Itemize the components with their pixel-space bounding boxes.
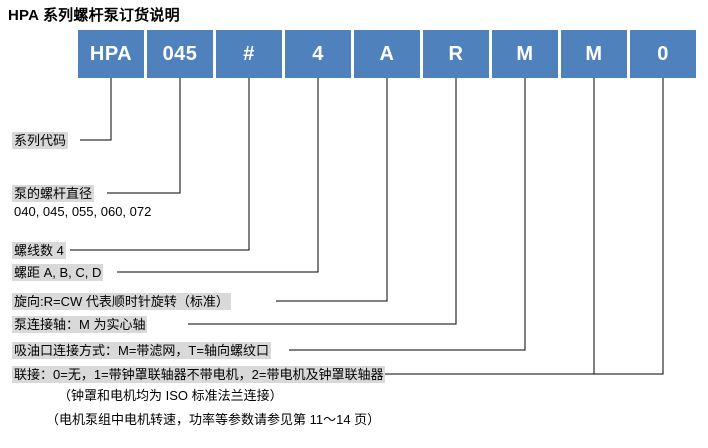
label-shaft-type: 泵连接轴：M 为实心轴	[12, 316, 148, 333]
label-series-code: 系列代码	[12, 132, 69, 149]
label-coupling: 联接：0=无，1=带钟罩联轴器不带电机，2=带电机及钟罩联轴器	[12, 366, 386, 383]
label-rotation: 旋向:R=CW 代表顺时针旋转（标准）	[12, 293, 231, 310]
leader-rotation	[188, 78, 457, 325]
code-box-thread-count[interactable]: 4	[285, 30, 351, 78]
note-iso-flange: （钟罩和电机均为 ISO 标准法兰连接）	[58, 388, 283, 403]
page-title: HPA 系列螺杆泵订货说明	[8, 7, 180, 24]
leader-design-variant	[70, 78, 250, 251]
leader-suction-port	[371, 78, 595, 375]
label-suction-port: 吸油口连接方式：M=带滤网，T=轴向螺纹口	[12, 342, 271, 359]
leader-coupling	[594, 78, 664, 375]
leader-thread-count	[117, 78, 319, 273]
leader-thread-pitch	[276, 78, 388, 302]
code-box-shaft-type[interactable]: M	[492, 30, 558, 78]
label-thread-count: 螺线数 4	[12, 242, 66, 259]
code-box-rotation[interactable]: R	[423, 30, 489, 78]
note-motor-specs: （电机泵组中电机转速，功率等参数请参见第 11～14 页）	[46, 412, 381, 427]
code-box-coupling[interactable]: 0	[630, 30, 696, 78]
label-screw-diameter-values: 040, 045, 055, 060, 072	[14, 204, 152, 219]
label-thread-pitch: 螺距 A, B, C, D	[12, 264, 104, 281]
label-screw-diameter: 泵的螺杆直径	[12, 185, 95, 202]
code-box-design-variant[interactable]: #	[216, 30, 282, 78]
code-box-suction-port[interactable]: M	[561, 30, 627, 78]
code-box-thread-pitch[interactable]: A	[354, 30, 420, 78]
code-box-row: HPA 045 # 4 A R M M 0	[78, 30, 696, 78]
leader-screw-diameter	[107, 78, 181, 194]
leader-series-code	[80, 78, 112, 141]
leader-shaft-type	[289, 78, 526, 351]
code-box-screw-diameter[interactable]: 045	[147, 30, 213, 78]
code-box-series-code[interactable]: HPA	[78, 30, 144, 78]
